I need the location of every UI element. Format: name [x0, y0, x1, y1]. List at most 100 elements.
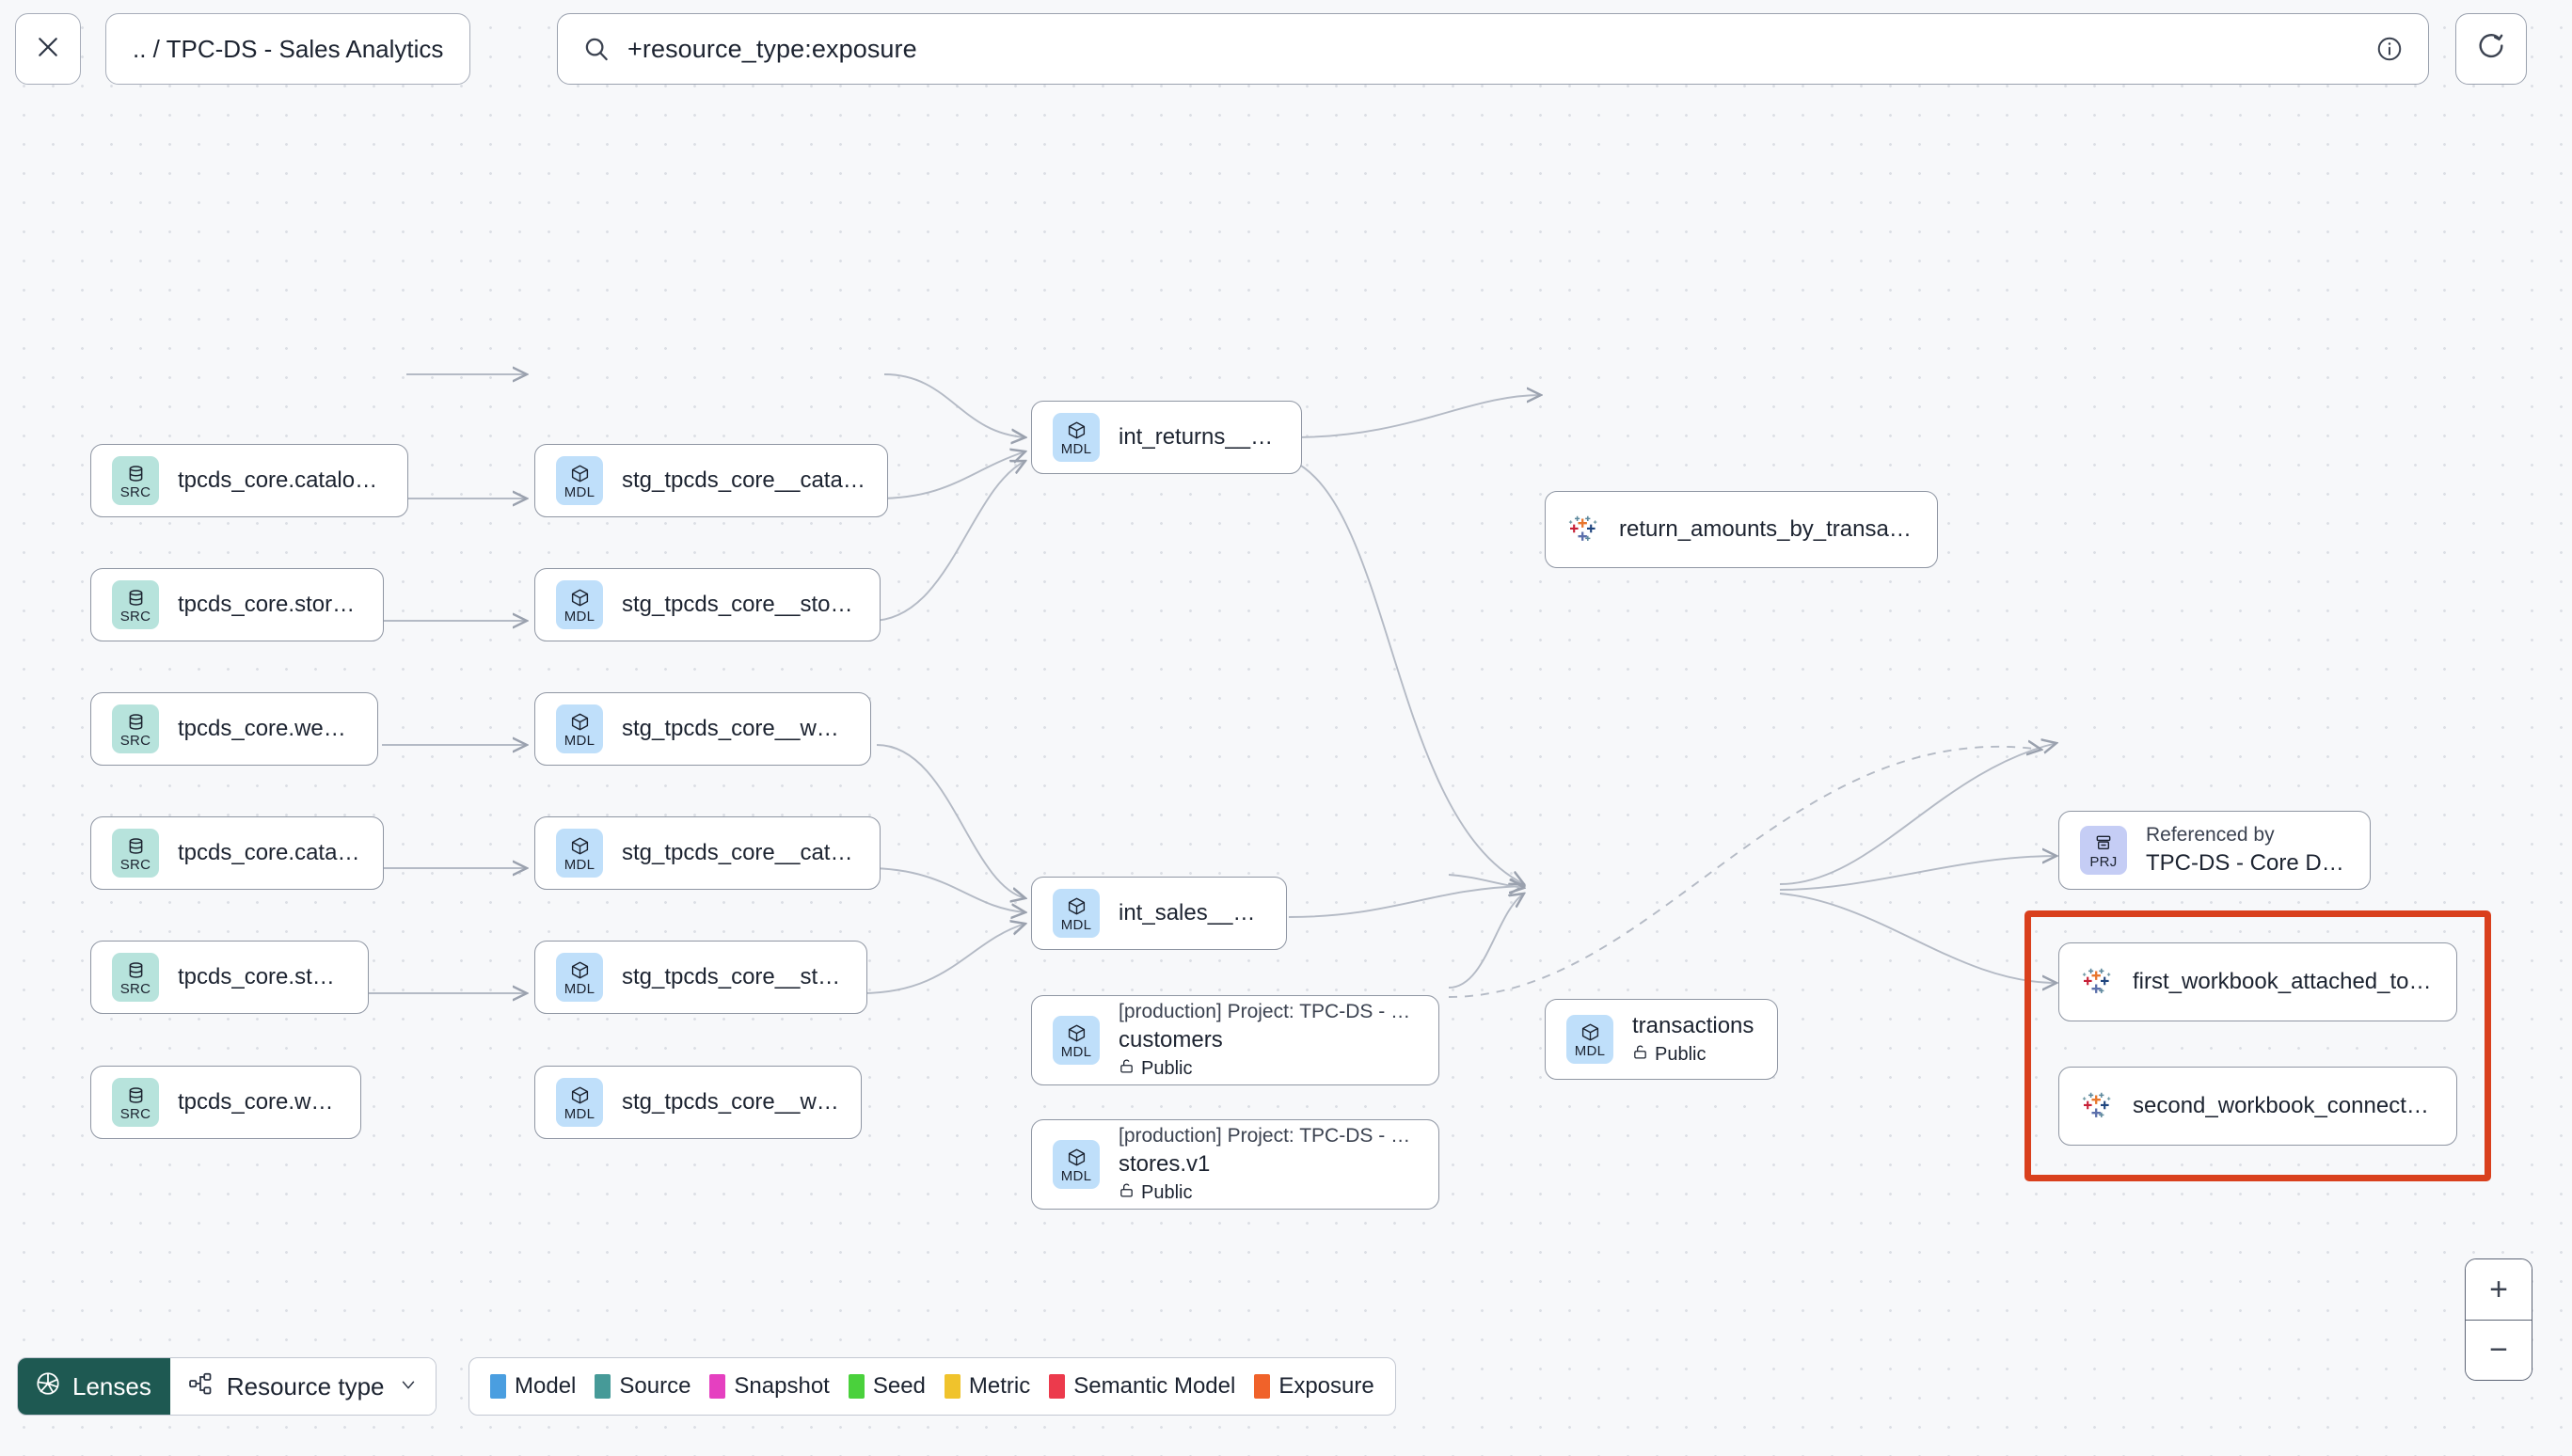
search-bar[interactable] [557, 13, 2429, 85]
badge-label: SRC [119, 981, 151, 997]
breadcrumb-label: .. / TPC-DS - Sales Analytics [133, 34, 444, 63]
node-label: return_amounts_by_transaction_type [1619, 516, 1916, 542]
refresh-button[interactable] [2455, 13, 2527, 85]
legend-swatch [1254, 1374, 1271, 1399]
zoom-in-button[interactable]: + [2466, 1259, 2532, 1320]
database-icon [126, 834, 146, 857]
node-source[interactable]: SRC tpcds_core.catalog_returns [90, 444, 408, 517]
node-body: [production] Project: TPC-DS - Core Data… [1119, 1125, 1418, 1204]
node-body: [production] Project: TPC-DS - Core Data… [1119, 1001, 1418, 1080]
access-badge: Public [1119, 1058, 1418, 1080]
access-label: Public [1141, 1058, 1193, 1079]
close-button[interactable] [15, 13, 81, 85]
unlock-icon [1632, 1044, 1648, 1066]
node-model[interactable]: MDL int_sales__unioned [1031, 877, 1287, 950]
node-transactions[interactable]: MDL transactions Public [1545, 999, 1778, 1080]
node-label: first_workbook_attached_to_tpc-ds_-_… [2133, 969, 2436, 994]
node-model[interactable]: MDL stg_tpcds_core__catalog_sales [534, 816, 881, 890]
badge-label: SRC [119, 1106, 151, 1122]
model-badge: MDL [1053, 1140, 1100, 1189]
node-model[interactable]: MDL stg_tpcds_core__web_sales [534, 1066, 862, 1139]
badge-label: SRC [119, 733, 151, 749]
node-label: stg_tpcds_core__store_returns [622, 592, 859, 617]
access-badge: Public [1632, 1044, 1754, 1066]
node-model[interactable]: MDL int_returns__unioned [1031, 401, 1302, 474]
model-badge: MDL [1053, 1016, 1100, 1065]
node-model[interactable]: MDL stg_tpcds_core__catalog_returns [534, 444, 888, 517]
model-badge: MDL [556, 456, 603, 505]
info-circle-icon[interactable] [2375, 35, 2404, 63]
node-label: customers [1119, 1027, 1223, 1052]
node-semantic-model[interactable]: MDL [production] Project: TPC-DS - Core … [1031, 1119, 1439, 1210]
refresh-icon [2475, 31, 2507, 68]
node-source[interactable]: SRC tpcds_core.store_returns [90, 568, 384, 641]
source-badge: SRC [112, 1078, 159, 1127]
legend-item-source: Source [595, 1373, 691, 1400]
badge-label: MDL [564, 981, 595, 997]
lenses-label: Lenses [72, 1371, 151, 1401]
model-badge: MDL [1053, 413, 1100, 462]
zoom-out-button[interactable]: − [2466, 1320, 2532, 1380]
badge-label: PRJ [2089, 854, 2118, 870]
node-exposure[interactable]: return_amounts_by_transaction_type [1545, 491, 1938, 568]
source-badge: SRC [112, 829, 159, 878]
cube-icon [1067, 1146, 1087, 1168]
tableau-icon [2080, 965, 2114, 999]
hierarchy-icon [187, 1370, 214, 1403]
node-subtitle: Referenced by [2146, 824, 2275, 846]
legend-item-seed: Seed [848, 1373, 926, 1400]
source-badge: SRC [112, 580, 159, 629]
model-badge: MDL [556, 829, 603, 878]
lenses-button[interactable]: Lenses [18, 1358, 170, 1415]
model-badge: MDL [1566, 1015, 1613, 1064]
node-label: stg_tpcds_core__catalog_returns [622, 467, 866, 493]
node-exposure[interactable]: second_workbook_connected_to_live… [2058, 1067, 2457, 1146]
badge-label: MDL [564, 733, 595, 749]
access-label: Public [1655, 1044, 1707, 1065]
node-project-reference[interactable]: PRJ Referenced by TPC-DS - Core Data Mod… [2058, 811, 2371, 890]
top-toolbar: .. / TPC-DS - Sales Analytics [0, 0, 2572, 113]
badge-label: MDL [1060, 917, 1092, 933]
node-label: TPC-DS - Core Data Models [2146, 850, 2349, 876]
legend-item-semantic-model: Semantic Model [1049, 1373, 1235, 1400]
search-icon [582, 35, 611, 63]
node-label: tpcds_core.web_returns [178, 716, 357, 741]
search-input[interactable] [627, 34, 2375, 64]
resource-type-dropdown[interactable]: Resource type [169, 1358, 436, 1415]
legend-label: Snapshot [734, 1373, 830, 1399]
node-label: int_sales__unioned [1119, 900, 1265, 926]
legend-label: Seed [872, 1373, 926, 1399]
unlock-icon [1119, 1058, 1135, 1080]
node-source[interactable]: SRC tpcds_core.store_sales [90, 941, 369, 1014]
cube-icon [570, 1084, 590, 1106]
node-body: transactions Public [1632, 1013, 1754, 1066]
node-source[interactable]: SRC tpcds_core.web_sales [90, 1066, 361, 1139]
node-label: tpcds_core.catalog_sales [178, 840, 362, 865]
node-model[interactable]: MDL stg_tpcds_core__store_returns [534, 568, 881, 641]
node-subtitle: [production] Project: TPC-DS - Core Data… [1119, 1001, 1418, 1022]
node-model[interactable]: MDL stg_tpcds_core__web_returns [534, 692, 871, 766]
legend-swatch [595, 1374, 611, 1399]
resource-type-legend: Model Source Snapshot Seed Metric Semant… [468, 1357, 1396, 1416]
graph-canvas[interactable]: SRC tpcds_core.catalog_returns SRC tpcds… [0, 113, 2572, 1381]
node-source[interactable]: SRC tpcds_core.catalog_sales [90, 816, 384, 890]
node-model[interactable]: MDL stg_tpcds_core__store_sales [534, 941, 867, 1014]
legend-swatch [490, 1374, 506, 1399]
node-exposure[interactable]: first_workbook_attached_to_tpc-ds_-_… [2058, 942, 2457, 1021]
model-badge: MDL [556, 1078, 603, 1127]
zoom-controls[interactable]: + − [2465, 1258, 2532, 1381]
aperture-icon [35, 1370, 61, 1403]
cube-icon [570, 462, 590, 484]
badge-label: MDL [1060, 1168, 1092, 1184]
tableau-icon [1566, 513, 1600, 546]
lenses-toolbar: Lenses Resource type [17, 1357, 437, 1416]
badge-label: SRC [119, 857, 151, 873]
node-label: tpcds_core.store_sales [178, 964, 347, 989]
node-semantic-model[interactable]: MDL [production] Project: TPC-DS - Core … [1031, 995, 1439, 1085]
node-source[interactable]: SRC tpcds_core.web_returns [90, 692, 378, 766]
legend-item-model: Model [490, 1373, 576, 1400]
archive-icon [2094, 831, 2113, 854]
breadcrumb[interactable]: .. / TPC-DS - Sales Analytics [105, 13, 471, 85]
node-label: stores.v1 [1119, 1151, 1211, 1177]
source-badge: SRC [112, 456, 159, 505]
